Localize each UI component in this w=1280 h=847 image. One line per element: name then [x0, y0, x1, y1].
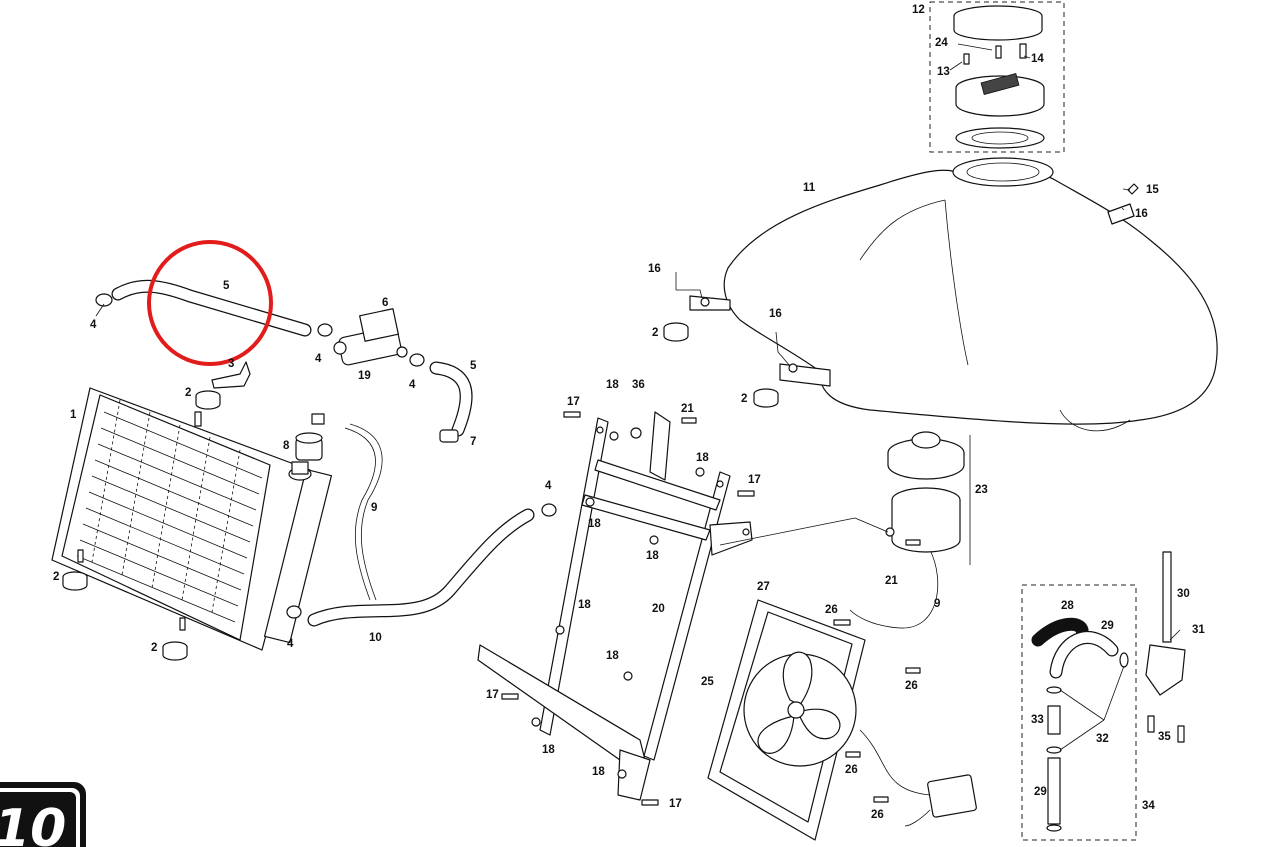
callout-5: 5 — [470, 360, 477, 372]
callout-21: 21 — [885, 575, 898, 587]
tank-vent-tube — [849, 549, 939, 629]
fasteners — [501, 183, 1139, 806]
callout-10: 10 — [369, 632, 382, 644]
callout-17: 17 — [748, 474, 761, 486]
callout-26: 26 — [845, 764, 858, 776]
leader-lines — [95, 43, 1181, 751]
fuel-tank — [689, 157, 1218, 432]
callout-26: 26 — [871, 809, 884, 821]
callout-33: 33 — [1031, 714, 1044, 726]
hose-upper — [111, 279, 312, 337]
callout-12: 12 — [912, 4, 925, 16]
expansion-tank — [885, 431, 971, 565]
radiator-frame — [477, 411, 753, 801]
callout-20: 20 — [652, 603, 665, 615]
callout-18: 18 — [592, 766, 605, 778]
callout-4: 4 — [90, 319, 97, 331]
callout-2: 2 — [741, 393, 747, 405]
page-badge: 10 — [0, 782, 86, 847]
callout-2: 2 — [185, 387, 191, 399]
callout-24: 24 — [935, 37, 948, 49]
hose-lower — [307, 508, 535, 627]
callout-23: 23 — [975, 484, 988, 496]
radiator-cap-8 — [295, 413, 325, 461]
callout-17: 17 — [486, 689, 499, 701]
callout-1: 1 — [70, 409, 77, 421]
callout-18: 18 — [696, 452, 709, 464]
callout-34: 34 — [1142, 800, 1155, 812]
overflow-tube — [344, 423, 383, 601]
callout-17: 17 — [669, 798, 682, 810]
callout-4: 4 — [545, 480, 552, 492]
callout-18: 18 — [578, 599, 591, 611]
callout-2: 2 — [151, 642, 157, 654]
hose-elbow — [429, 361, 473, 437]
callout-3: 3 — [228, 358, 234, 370]
callout-32: 32 — [1096, 733, 1109, 745]
highlight-circle — [147, 240, 273, 366]
callout-35: 35 — [1158, 731, 1171, 743]
callout-27: 27 — [757, 581, 770, 593]
callout-18: 18 — [646, 550, 659, 562]
callout-28: 28 — [1061, 600, 1074, 612]
callout-8: 8 — [283, 440, 290, 452]
radiator — [51, 387, 333, 651]
thermostat-housing — [333, 308, 408, 366]
callout-26: 26 — [825, 604, 838, 616]
callout-29: 29 — [1101, 620, 1114, 632]
callout-25: 25 — [701, 676, 714, 688]
filler-cap-assembly — [929, 1, 1065, 153]
callout-labels: 1 2 2 2 2 2 3 4 4 4 4 4 5 5 6 7 8 9 9 10… — [53, 4, 1205, 821]
callout-29: 29 — [1034, 786, 1047, 798]
callout-18: 18 — [606, 379, 619, 391]
callout-18: 18 — [588, 518, 601, 530]
callout-4: 4 — [409, 379, 416, 391]
callout-2: 2 — [652, 327, 658, 339]
callout-18: 18 — [606, 650, 619, 662]
callout-31: 31 — [1192, 624, 1205, 636]
callout-2: 2 — [53, 571, 59, 583]
callout-18: 18 — [542, 744, 555, 756]
callout-4: 4 — [287, 638, 294, 650]
callout-16: 16 — [648, 263, 661, 275]
callout-9: 9 — [371, 502, 377, 514]
page-number: 10 — [0, 799, 66, 847]
callout-21: 21 — [681, 403, 694, 415]
callout-36: 36 — [632, 379, 645, 391]
callout-16: 16 — [1135, 208, 1148, 220]
bracket-3 — [211, 361, 251, 389]
callout-13: 13 — [937, 66, 950, 78]
callout-7: 7 — [470, 436, 476, 448]
callout-17: 17 — [567, 396, 580, 408]
callout-5: 5 — [223, 280, 230, 292]
callout-6: 6 — [382, 297, 388, 309]
callout-11: 11 — [803, 182, 816, 194]
callout-19: 19 — [358, 370, 371, 382]
callout-4: 4 — [315, 353, 322, 365]
fuel-tap-assembly — [1021, 551, 1186, 841]
rubber-mounts — [62, 322, 779, 661]
cooling-fan — [707, 599, 977, 841]
callout-14: 14 — [1031, 53, 1044, 65]
callout-30: 30 — [1177, 588, 1190, 600]
callout-9: 9 — [934, 598, 940, 610]
callout-16: 16 — [769, 308, 782, 320]
hose-clamps — [95, 293, 557, 619]
callout-15: 15 — [1146, 184, 1159, 196]
callout-26: 26 — [905, 680, 918, 692]
